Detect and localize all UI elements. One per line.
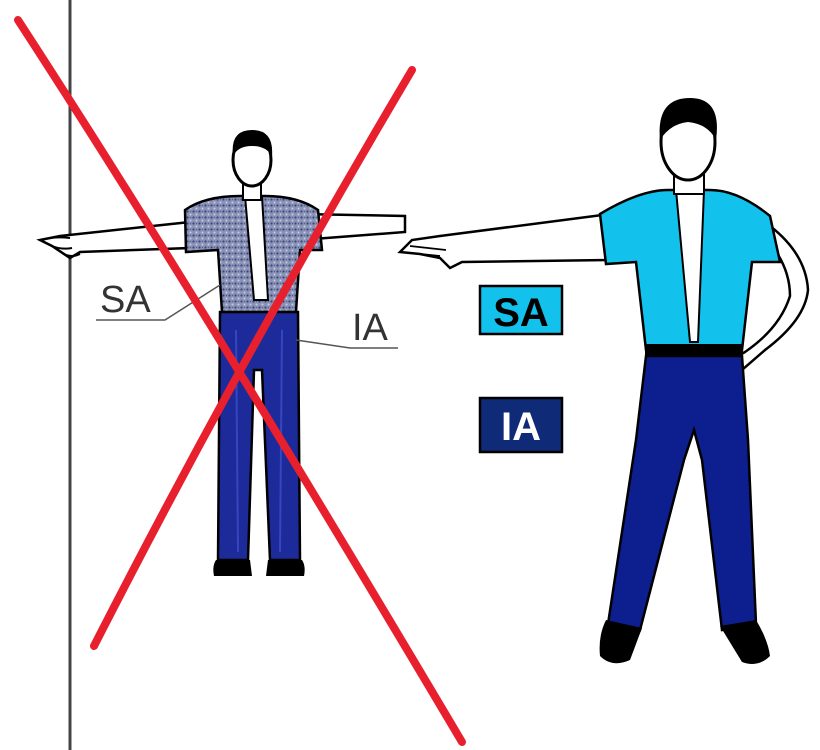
correct-figure-trousers [608, 356, 756, 630]
correct-figure [400, 98, 808, 664]
incorrect-figure-trousers [218, 312, 300, 560]
correct-sa-label: SA [493, 291, 549, 335]
incorrect-figure-right-shoe [266, 560, 305, 576]
incorrect-figure [40, 130, 405, 576]
correct-ia-label: IA [501, 405, 541, 449]
correct-figure-belt [645, 344, 743, 356]
correct-ia-badge: IA [480, 398, 562, 452]
incorrect-ia-label: IA [352, 307, 389, 349]
correct-figure-right-shoe [720, 620, 770, 664]
incorrect-figure-left-shoe [213, 560, 252, 576]
correct-sa-badge: SA [480, 286, 562, 335]
correct-figure-extended-arm [400, 214, 610, 268]
incorrect-sa-label: SA [100, 279, 151, 321]
